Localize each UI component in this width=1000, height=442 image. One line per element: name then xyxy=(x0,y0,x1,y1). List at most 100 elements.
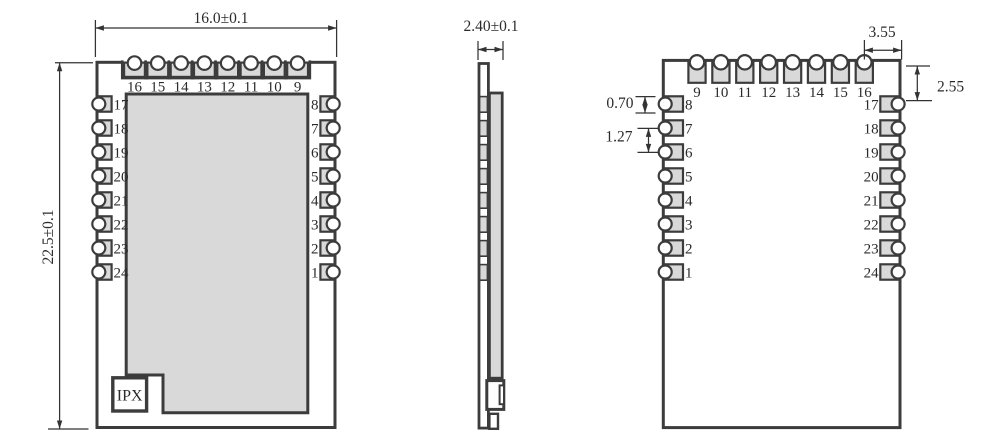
castellation-notch xyxy=(289,55,306,71)
pin-label-17: 17 xyxy=(864,98,880,114)
side-ipx-tab xyxy=(498,384,506,406)
pin-label-6: 6 xyxy=(311,146,319,162)
castellation-notch xyxy=(325,96,341,112)
pin-label-18: 18 xyxy=(114,122,129,138)
pin-label-2: 2 xyxy=(311,242,319,258)
castellation-notch xyxy=(657,192,673,208)
pin-label-23: 23 xyxy=(864,242,879,258)
pin-label-18: 18 xyxy=(864,122,879,138)
dim-arrowhead xyxy=(328,25,337,31)
castellation-notch xyxy=(325,240,341,256)
pin-label-8: 8 xyxy=(685,98,693,114)
pin-label-3: 3 xyxy=(685,218,693,234)
pin-label-12: 12 xyxy=(220,80,235,96)
front-ipx-connector xyxy=(111,376,149,413)
castellation-notch xyxy=(808,53,825,71)
castellation-notch xyxy=(325,192,341,208)
pin-label-21: 21 xyxy=(864,194,879,210)
castellation-notch xyxy=(784,53,801,71)
pin-label-19: 19 xyxy=(864,146,879,162)
castellation-notch xyxy=(890,216,906,232)
castellation-notch xyxy=(832,53,849,71)
pin-label-16: 16 xyxy=(857,85,873,101)
pin-label-13: 13 xyxy=(785,85,800,101)
castellation-notch xyxy=(126,55,143,71)
front-ipx-label: IPX xyxy=(117,388,143,405)
pin-label-5: 5 xyxy=(311,170,319,186)
castellation-notch xyxy=(760,53,777,71)
dim-back-pad-inset-label: 3.55 xyxy=(868,24,895,41)
castellation-notch xyxy=(657,144,673,160)
castellation-notch xyxy=(325,168,341,184)
side-pad-segment xyxy=(478,119,489,137)
pin-label-14: 14 xyxy=(809,85,825,101)
pin-label-19: 19 xyxy=(114,146,129,162)
castellation-notch xyxy=(325,216,341,232)
castellation-notch xyxy=(266,55,283,71)
dim-arrowhead xyxy=(864,47,873,53)
pin-label-10: 10 xyxy=(713,85,728,101)
castellation-notch xyxy=(196,55,213,71)
pin-label-9: 9 xyxy=(294,80,302,96)
pin-label-15: 15 xyxy=(833,85,848,101)
pin-label-20: 20 xyxy=(864,170,879,186)
castellation-notch xyxy=(890,192,906,208)
castellation-notch xyxy=(325,264,341,280)
castellation-notch xyxy=(243,55,259,71)
castellation-notch xyxy=(736,53,754,71)
castellation-notch xyxy=(890,168,906,184)
castellation-notch xyxy=(325,144,341,160)
side-pad-segment xyxy=(478,215,489,234)
dim-arrowhead xyxy=(645,143,652,153)
pin-label-5: 5 xyxy=(685,170,693,186)
castellation-notch xyxy=(657,216,673,232)
pin-label-20: 20 xyxy=(114,170,129,186)
dim-front-height-label: 22.5±0.1 xyxy=(40,209,57,264)
dim-side-thickness-label: 2.40±0.1 xyxy=(463,18,518,35)
pin-label-16: 16 xyxy=(127,80,143,96)
front-shield xyxy=(124,92,310,415)
castellation-notch xyxy=(890,96,906,112)
castellation-notch xyxy=(657,240,673,256)
castellation-notch xyxy=(91,168,107,184)
castellation-notch xyxy=(91,192,107,208)
pin-label-11: 11 xyxy=(738,85,752,101)
dim-arrowhead xyxy=(494,46,503,53)
castellation-notch xyxy=(890,240,906,256)
castellation-notch xyxy=(657,96,673,112)
pin-label-15: 15 xyxy=(150,80,165,96)
dim-arrowhead xyxy=(914,92,920,101)
castellation-notch xyxy=(657,264,673,280)
castellation-notch xyxy=(91,240,107,256)
castellation-notch xyxy=(91,216,107,232)
castellation-notch xyxy=(657,168,673,184)
pin-label-7: 7 xyxy=(311,122,319,138)
pin-label-23: 23 xyxy=(114,242,129,258)
pin-label-24: 24 xyxy=(864,266,880,282)
castellation-notch xyxy=(325,120,341,136)
side-pad-segment xyxy=(478,167,489,186)
pin-label-12: 12 xyxy=(761,85,776,101)
dim-arrowhead xyxy=(56,62,63,72)
side-pad-segment xyxy=(478,95,489,113)
side-pad-segment xyxy=(478,143,489,162)
castellation-notch xyxy=(149,55,166,71)
pin-label-7: 7 xyxy=(685,122,693,138)
pin-label-22: 22 xyxy=(114,218,129,234)
pin-label-1: 1 xyxy=(685,266,693,282)
side-shield xyxy=(487,91,504,380)
dim-arrowhead xyxy=(56,420,63,429)
dim-front-width-label: 16.0±0.1 xyxy=(193,10,248,27)
pin-label-11: 11 xyxy=(244,80,258,96)
castellation-notch xyxy=(219,55,236,71)
pin-label-4: 4 xyxy=(311,194,319,210)
castellation-notch xyxy=(688,53,706,71)
castellation-notch xyxy=(712,53,730,71)
pin-label-24: 24 xyxy=(114,266,130,282)
pin-label-9: 9 xyxy=(693,85,701,101)
castellation-notch xyxy=(91,120,107,136)
side-pad-segment xyxy=(478,191,489,210)
pin-label-8: 8 xyxy=(311,98,319,114)
